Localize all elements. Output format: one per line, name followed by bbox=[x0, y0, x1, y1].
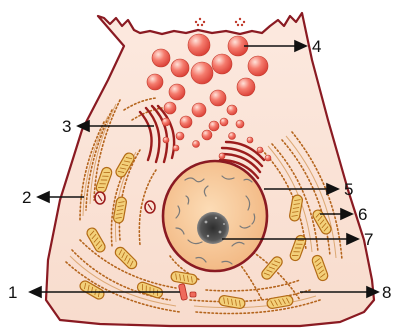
callout-label-5: 5 bbox=[344, 180, 353, 199]
surface-tufts bbox=[195, 18, 245, 26]
callout-label-3: 3 bbox=[62, 117, 71, 136]
callout-label-4: 4 bbox=[312, 37, 321, 56]
callout-label-8: 8 bbox=[382, 283, 391, 302]
callout-label-2: 2 bbox=[22, 188, 31, 207]
callout-label-7: 7 bbox=[364, 230, 373, 249]
callout-label-1: 1 bbox=[8, 283, 17, 302]
callout-label-6: 6 bbox=[358, 205, 367, 224]
nucleus bbox=[163, 161, 267, 271]
